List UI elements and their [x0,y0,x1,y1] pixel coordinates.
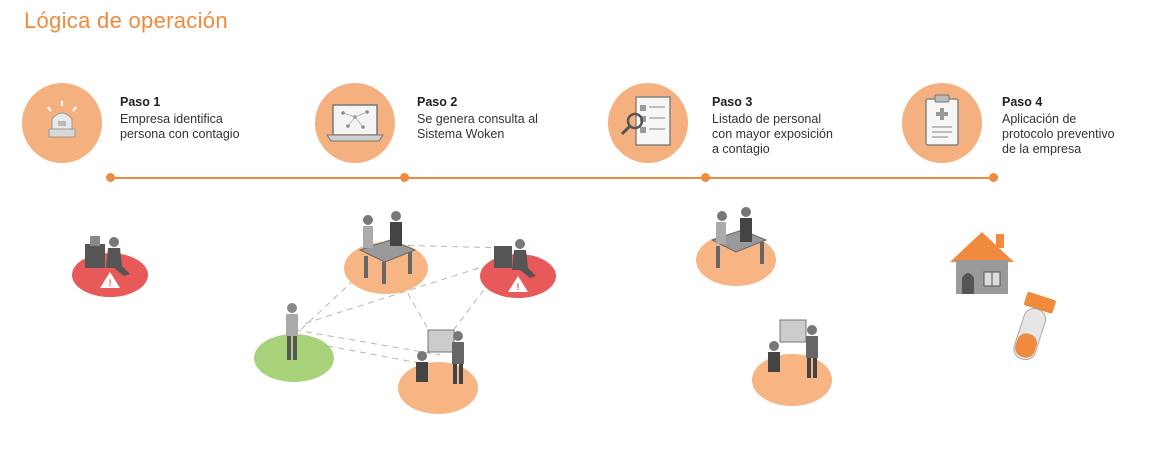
house-icon [950,232,1014,294]
step-2-label: Paso 2 [417,95,458,109]
timeline-dot-3 [701,173,710,182]
board-group-step3 [752,319,832,406]
svg-text:!: ! [109,278,112,288]
page-title: Lógica de operación [24,8,228,33]
laptop-network-icon [326,104,384,142]
clipboard-protocol-icon [925,94,959,146]
timeline-line [110,177,994,179]
step-2-text: Paso 2 Se genera consulta al Sistema Wok… [417,95,538,142]
step-1-circle [22,83,102,163]
alarm-light-icon [47,101,77,138]
warning-icon [508,276,528,292]
step-4-circle [902,83,982,163]
step-3-circle [608,83,688,163]
infected-worker-1: ! [72,236,148,297]
timeline-dot-2 [400,173,409,182]
test-tube-icon [1013,291,1056,361]
step-4-label: Paso 4 [1002,95,1043,109]
step-2-circle [315,83,395,163]
workbench-group [344,211,428,294]
step-3-text: Paso 3 Listado de personal con mayor exp… [712,95,833,157]
step-3-label: Paso 3 [712,95,753,109]
step-4-description: Aplicación de protocolo preventivo de la… [1002,112,1115,156]
svg-text:!: ! [517,282,520,292]
step-1-text: Paso 1 Empresa identifica persona con co… [120,95,240,142]
step-3-description: Listado de personal con mayor exposición… [712,112,833,156]
workbench-group-step3 [696,207,776,286]
warning-icon [100,272,120,288]
timeline-dot-4 [989,173,998,182]
step-1-description: Empresa identifica persona con contagio [120,112,240,141]
timeline-dot-1 [106,173,115,182]
infected-worker-2: ! [480,239,556,298]
document-search-icon [620,96,671,146]
step-2-description: Se genera consulta al Sistema Woken [417,112,538,141]
healthy-worker [254,303,334,382]
board-group [398,329,478,414]
step-4-text: Paso 4 Aplicación de protocolo preventiv… [1002,95,1115,157]
step-1-label: Paso 1 [120,95,161,109]
